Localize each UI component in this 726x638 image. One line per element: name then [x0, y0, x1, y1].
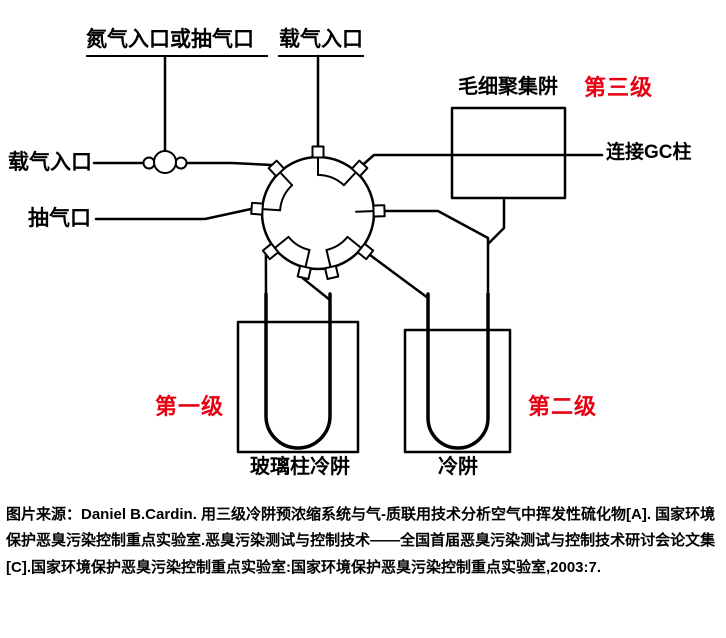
valve-ports [250, 145, 386, 280]
trap2-box [403, 328, 512, 454]
u-tube-trap1 [264, 292, 332, 450]
tee-to-valve-line [185, 161, 274, 167]
label-carrier-inlet-top: 载气入口 [278, 28, 364, 58]
label-stage-two: 第二级 [528, 394, 598, 419]
label-stage-three: 第三级 [584, 75, 654, 100]
label-nitrogen-inlet: 氮气入口或抽气口 [86, 28, 268, 58]
trap2-right-line [383, 209, 490, 302]
label-extraction-port: 抽气口 [28, 207, 91, 230]
label-glass-column-trap: 玻璃柱冷阱 [250, 456, 350, 478]
trap1-box [236, 320, 360, 454]
valve-channel-arcs [279, 174, 349, 251]
label-stage-one: 第一级 [155, 394, 225, 419]
trap2-left-line [368, 253, 430, 304]
diagram-canvas [92, 54, 604, 454]
label-carrier-inlet-left: 载气入口 [8, 151, 92, 174]
label-gc-column: 连接GC柱 [606, 142, 692, 163]
gas-valve-fitting [142, 150, 188, 174]
valve-channel-stubs [263, 158, 373, 267]
capillary-trap-box [450, 106, 567, 200]
u-tube-trap2 [426, 292, 490, 450]
label-capillary-trap: 毛细聚集阱 [458, 76, 558, 98]
label-cold-trap: 冷阱 [438, 456, 478, 478]
gc-line [362, 153, 604, 166]
extraction-line [94, 207, 253, 221]
rotary-valve [250, 145, 386, 280]
figure-caption: 图片来源：Daniel B.Cardin. 用三级冷阱预浓缩系统与气-质联用技术… [6, 506, 716, 576]
trap1-right-line [301, 277, 332, 302]
capillary-branch-line [486, 198, 506, 246]
